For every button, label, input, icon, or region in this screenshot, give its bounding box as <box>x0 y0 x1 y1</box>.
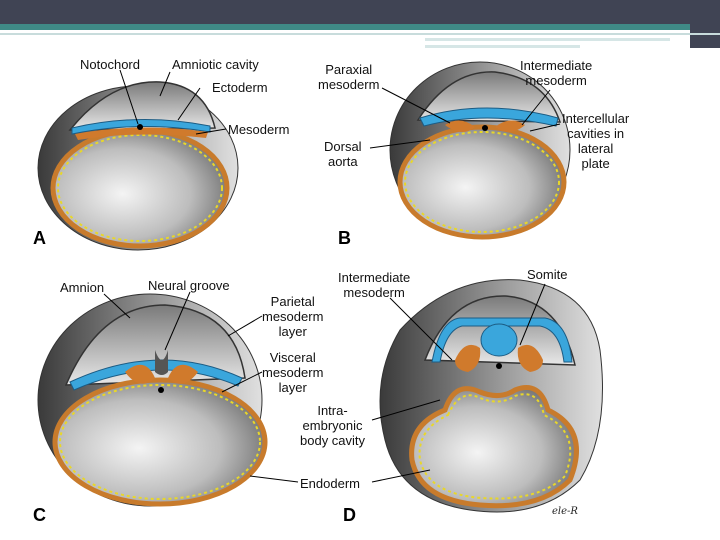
label-amnion: Amnion <box>60 280 105 295</box>
label-intermediate-mesoderm-d: Intermediate mesoderm <box>338 270 411 300</box>
panel-a-yolk-sac <box>50 127 230 249</box>
label-paraxial-mesoderm: Paraxial mesoderm <box>318 62 380 92</box>
header-rule-short <box>425 38 670 41</box>
label-intercellular-cavities: Intercellular cavities in lateral plate <box>562 111 630 171</box>
label-amniotic-cavity: Amniotic cavity <box>172 57 259 72</box>
panel-a-notochord <box>137 124 143 130</box>
label-notochord: Notochord <box>80 57 140 72</box>
label-neural-groove: Neural groove <box>148 278 230 293</box>
panel-b-notochord <box>482 125 488 131</box>
panel-c-ectoderm <box>69 359 243 391</box>
panel-d-yolk-sac <box>409 385 579 509</box>
label-intermediate-mesoderm-b: Intermediate mesoderm <box>520 58 593 88</box>
label-intra-embryonic-cavity: Intra- embryonic body cavity <box>300 403 366 448</box>
panel-c-endoderm <box>59 384 261 500</box>
panel-b-amnion <box>416 71 562 123</box>
panel-b-paraxial-right <box>495 120 525 133</box>
header-rule-shorter <box>425 45 580 48</box>
panel-b-endoderm <box>404 131 560 233</box>
panel-c-mesoderm-right <box>168 364 198 384</box>
panel-d-ectoderm <box>431 317 573 363</box>
label-endoderm: Endoderm <box>300 476 360 491</box>
panel-c-neural-groove <box>155 350 168 375</box>
panel-c-mesoderm-left <box>125 364 155 384</box>
slide-header-bar <box>0 0 720 24</box>
label-parietal-mesoderm: Parietal mesoderm layer <box>262 294 324 339</box>
artist-signature: ele-R <box>552 506 578 517</box>
panel-d-notochord <box>496 363 502 369</box>
label-ectoderm: Ectoderm <box>212 80 268 95</box>
panel-letter-a: A <box>33 228 46 248</box>
panel-c-notochord <box>158 387 164 393</box>
header-rule <box>0 33 720 35</box>
panel-b-paraxial-left <box>445 120 475 133</box>
panel-d-endoderm <box>418 393 572 500</box>
panel-d-neural-tube <box>480 323 518 357</box>
panel-c-diagram <box>37 291 299 507</box>
panel-b-diagram <box>369 61 571 240</box>
panel-a-amnion <box>68 81 216 131</box>
label-somite: Somite <box>527 267 568 282</box>
panel-d-somite-left <box>455 344 481 372</box>
label-dorsal-aorta: Dorsal aorta <box>324 139 362 169</box>
slide-header-tab <box>690 0 720 48</box>
label-visceral-mesoderm: Visceral mesoderm layer <box>262 350 324 395</box>
panel-d-diagram <box>371 279 603 513</box>
panel-d-somite-right <box>517 344 543 372</box>
panel-b-ectoderm <box>419 107 559 127</box>
slide-header-accent <box>0 24 720 30</box>
panel-b-yolk-sac <box>397 124 567 240</box>
panel-letter-b: B <box>338 228 351 248</box>
panel-a-mesoderm <box>75 127 208 140</box>
panel-a-endoderm <box>57 134 223 242</box>
panel-letter-c: C <box>33 505 46 525</box>
panel-a-diagram <box>37 69 239 251</box>
label-mesoderm: Mesoderm <box>228 122 290 137</box>
panel-letter-d: D <box>343 505 356 525</box>
panel-c-yolk-sac <box>52 377 268 507</box>
